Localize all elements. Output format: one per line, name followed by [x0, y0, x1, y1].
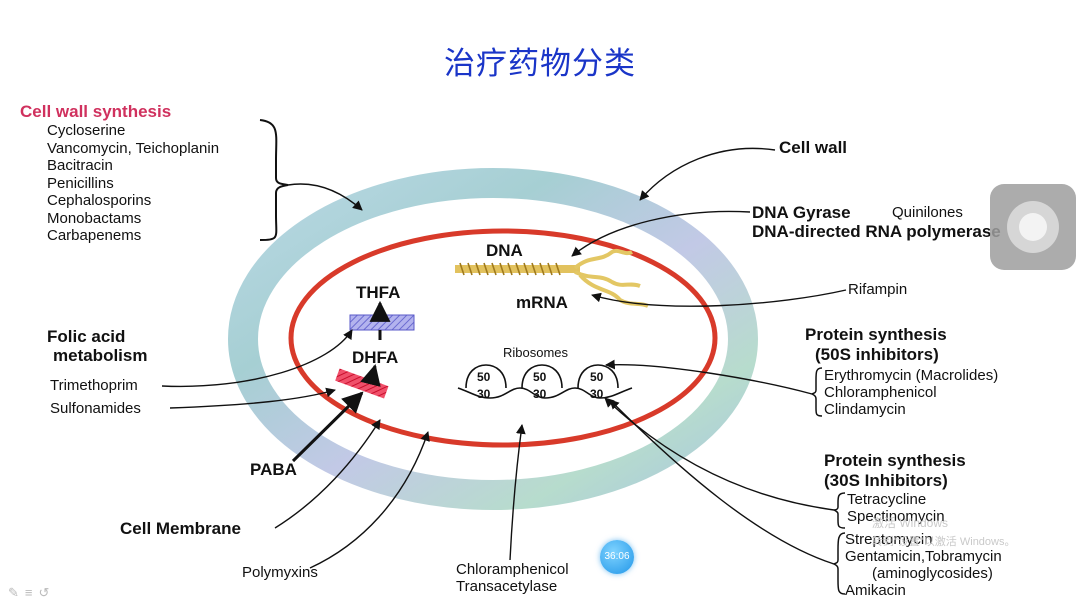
- thfa-label: THFA: [356, 283, 401, 302]
- list-item: Erythromycin (Macrolides): [824, 367, 999, 384]
- list-item: Cycloserine: [47, 122, 126, 139]
- ribosome-30-label: 30: [477, 387, 491, 401]
- list-item: Penicillins: [47, 174, 114, 192]
- list-item: Vancomycin, Teichoplanin: [47, 139, 220, 157]
- list-item: Amikacin: [845, 582, 906, 599]
- rifampin-label: Rifampin: [848, 281, 908, 298]
- ribosome-30-label: 30: [590, 387, 604, 401]
- list-item: Bacitracin: [47, 157, 113, 174]
- ribosomes-label: Ribosomes: [503, 345, 569, 360]
- 30s-bracket-b: [832, 532, 846, 595]
- return-icon[interactable]: ↺: [38, 585, 56, 600]
- folic-acid-heading-2: metabolism: [53, 346, 148, 365]
- ribosome-50-label: 50: [533, 370, 547, 384]
- page-title: 治疗药物分类: [444, 46, 636, 82]
- dna-gyrase-label: DNA Gyrase: [752, 203, 851, 222]
- list-item: Streptomycin: [845, 531, 933, 548]
- 50s-bracket: [810, 367, 823, 417]
- paba-label: PABA: [250, 460, 297, 479]
- trimethoprim-label: Trimethoprim: [50, 377, 138, 394]
- 30s-bracket-a: [833, 492, 846, 529]
- activation-watermark-title: 激活 Windows: [872, 516, 949, 530]
- pen-icon[interactable]: ✎: [8, 585, 25, 600]
- menu-icon[interactable]: ≡: [24, 585, 39, 600]
- list-item: Gentamicin,Tobramycin: [845, 548, 1002, 565]
- activation-watermark-text: 转到"设置"以激活 Windows。: [872, 536, 1016, 548]
- cell-wall-ring: [228, 168, 758, 510]
- list-item: Cephalosporins: [47, 192, 152, 209]
- protein-30s-heading-1: Protein synthesis: [824, 451, 966, 470]
- cell-membrane: [288, 228, 718, 448]
- polymyxins-label: Polymyxins: [242, 564, 318, 581]
- list-item: (aminoglycosides): [872, 565, 993, 582]
- cell-membrane-label: Cell Membrane: [120, 519, 241, 538]
- protein-50s-heading-2: (50S inhibitors): [815, 345, 939, 364]
- list-item: Spectinomycin: [847, 508, 945, 525]
- mrna-label: mRNA: [516, 293, 568, 312]
- pointer-arrows: [161, 147, 847, 569]
- protein-30s-group-2: Streptomycin Gentamicin,Tobramycin (amin…: [845, 531, 1002, 599]
- dna-strand: [455, 248, 649, 308]
- cell-wall-synthesis-heading: Cell wall synthesis: [20, 102, 172, 121]
- sulfonamides-label: Sulfonamides: [50, 400, 141, 417]
- slide-toolbar[interactable]: ✎≡↺: [8, 585, 55, 601]
- quinilones-label: Quinilones: [892, 204, 963, 221]
- ribosome-50-label: 50: [477, 370, 491, 384]
- list-item: Chloramphenicol: [824, 384, 937, 401]
- protein-50s-heading-1: Protein synthesis: [805, 325, 947, 344]
- ribosome-50-label: 50: [590, 370, 604, 384]
- dhfa-label: DHFA: [352, 348, 399, 367]
- timer-badge[interactable]: 36:06: [600, 540, 634, 574]
- thfa-bar: [349, 314, 415, 331]
- list-item: Carbapenems: [47, 227, 142, 244]
- protein-50s-drug-list: Erythromycin (Macrolides) Chloramphenico…: [824, 367, 998, 418]
- folic-acid-heading-1: Folic acid: [47, 327, 126, 346]
- transacetylase-label: Transacetylase: [456, 578, 558, 595]
- chloramphenicol-label: Chloramphenicol: [456, 561, 569, 578]
- protein-30s-group-1: Tetracycline Spectinomycin: [847, 491, 945, 525]
- cell-wall-bracket: [259, 119, 289, 241]
- ribosome-chain: [457, 364, 633, 399]
- list-item: Tetracycline: [847, 491, 927, 508]
- cell-wall-label: Cell wall: [779, 138, 848, 157]
- dna-label: DNA: [486, 241, 523, 260]
- list-item: Monobactams: [47, 209, 142, 227]
- cell-wall-drug-list: Cycloserine Vancomycin, Teichoplanin Bac…: [47, 122, 219, 245]
- dot-icon: [1019, 213, 1047, 241]
- list-item: Clindamycin: [824, 401, 906, 418]
- assistive-touch-button[interactable]: [990, 184, 1076, 270]
- ribosome-30-label: 30: [533, 387, 547, 401]
- protein-30s-heading-2: (30S Inhibitors): [824, 471, 948, 490]
- rna-polymerase-label: DNA-directed RNA polymerase: [752, 222, 1001, 241]
